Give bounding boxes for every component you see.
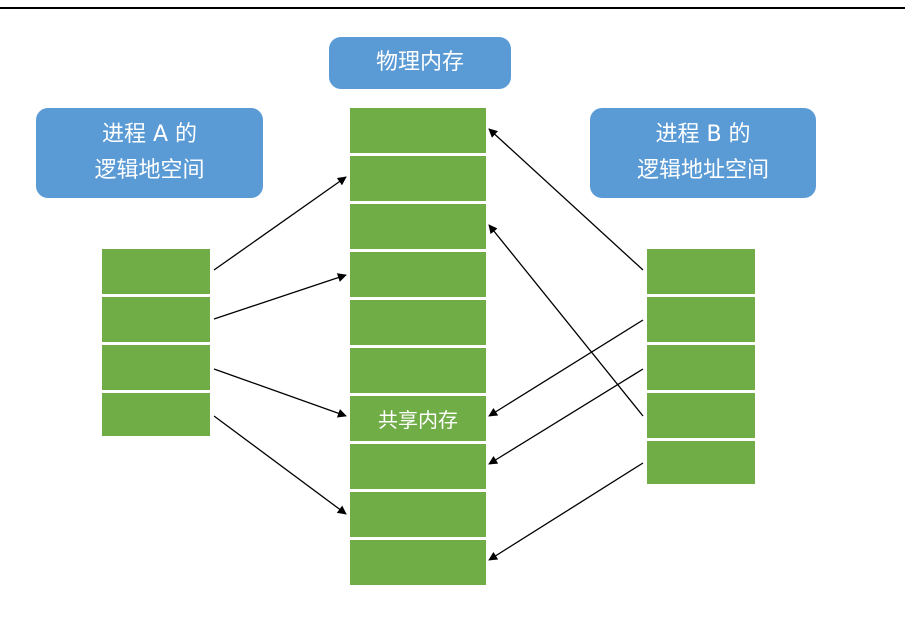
physical-block: [350, 156, 486, 201]
process-a-block: [102, 249, 210, 294]
arrow-b0-to-p0: [488, 128, 644, 271]
process-b-block: [647, 297, 755, 342]
process-a-title-line2: 逻辑地空间: [94, 158, 205, 183]
process-b-label: 进程 B 的 逻辑地址空间: [590, 108, 816, 198]
arrow-a3-to-p8: [213, 415, 347, 515]
process-b-title-line1: 进程 B 的: [655, 122, 751, 147]
process-a-block: [102, 345, 210, 390]
process-a-label: 进程 A 的 逻辑地空间: [36, 108, 263, 198]
physical-memory-label: 物理内存: [329, 37, 511, 89]
process-a-block: [102, 393, 210, 436]
arrow-b3-to-p2: [488, 224, 644, 417]
physical-block: [350, 348, 486, 393]
arrow-b4-to-p9: [488, 462, 644, 561]
physical-block: [350, 108, 486, 153]
arrow-a0-to-p1: [213, 176, 347, 271]
process-b-block: [647, 249, 755, 294]
physical-block: [350, 252, 486, 297]
physical-block: [350, 204, 486, 249]
shared-memory-block: 共享内存: [350, 396, 486, 441]
process-b-block: [647, 441, 755, 484]
process-b-title-line2: 逻辑地址空间: [636, 158, 769, 183]
physical-block: [350, 300, 486, 345]
physical-memory-title: 物理内存: [375, 50, 464, 75]
arrow-b1-to-p6: [488, 319, 644, 417]
physical-block: [350, 444, 486, 489]
physical-block: [350, 492, 486, 537]
arrow-a2-to-p6: [213, 368, 347, 418]
top-divider: [0, 7, 905, 9]
physical-block: [350, 540, 486, 585]
arrow-b2-to-p7: [488, 368, 644, 465]
arrow-a1-to-p3: [213, 273, 347, 320]
process-b-block: [647, 393, 755, 438]
shared-memory-label: 共享内存: [378, 408, 458, 432]
process-a-title-line1: 进程 A 的: [101, 122, 198, 147]
process-a-block: [102, 297, 210, 342]
process-b-block: [647, 345, 755, 390]
